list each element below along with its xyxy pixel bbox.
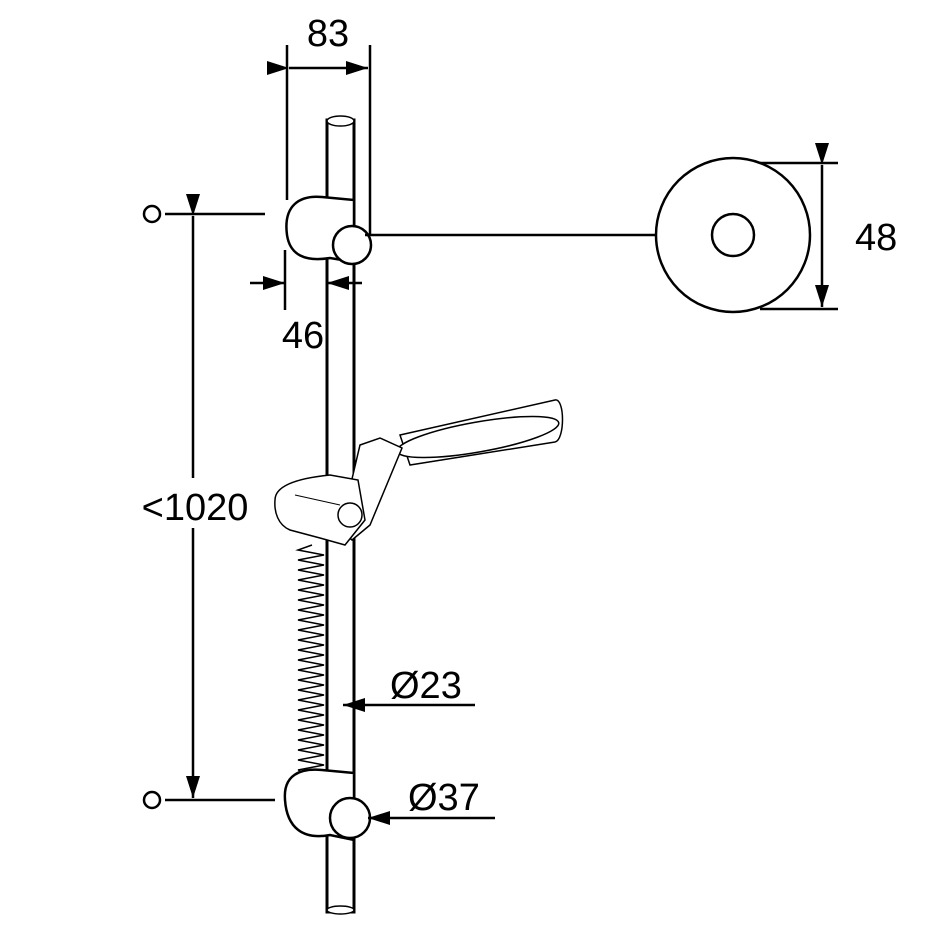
- wall-offset-dimension: [250, 250, 362, 310]
- bottom-wall-bracket: [283, 768, 372, 842]
- shower-hose: [295, 544, 325, 776]
- top-wall-bracket: [285, 195, 373, 266]
- wall-offset-label: 46: [282, 315, 324, 357]
- rail-length-dimension: [125, 194, 265, 798]
- bracket-width-dimension: [267, 45, 372, 235]
- wall-fixing-top: [142, 204, 265, 224]
- rail-length-label: <1020: [142, 487, 249, 529]
- bracket-diameter-label: Ø37: [408, 777, 480, 819]
- slider-and-handshower: [274, 399, 564, 546]
- rail-diameter-label: Ø23: [390, 665, 462, 707]
- bracket-width-label: 83: [307, 13, 349, 55]
- wall-flange-detail: [365, 143, 838, 314]
- wall-fixing-bottom: [142, 790, 275, 810]
- wall-flange-diameter-label: 48: [855, 217, 897, 259]
